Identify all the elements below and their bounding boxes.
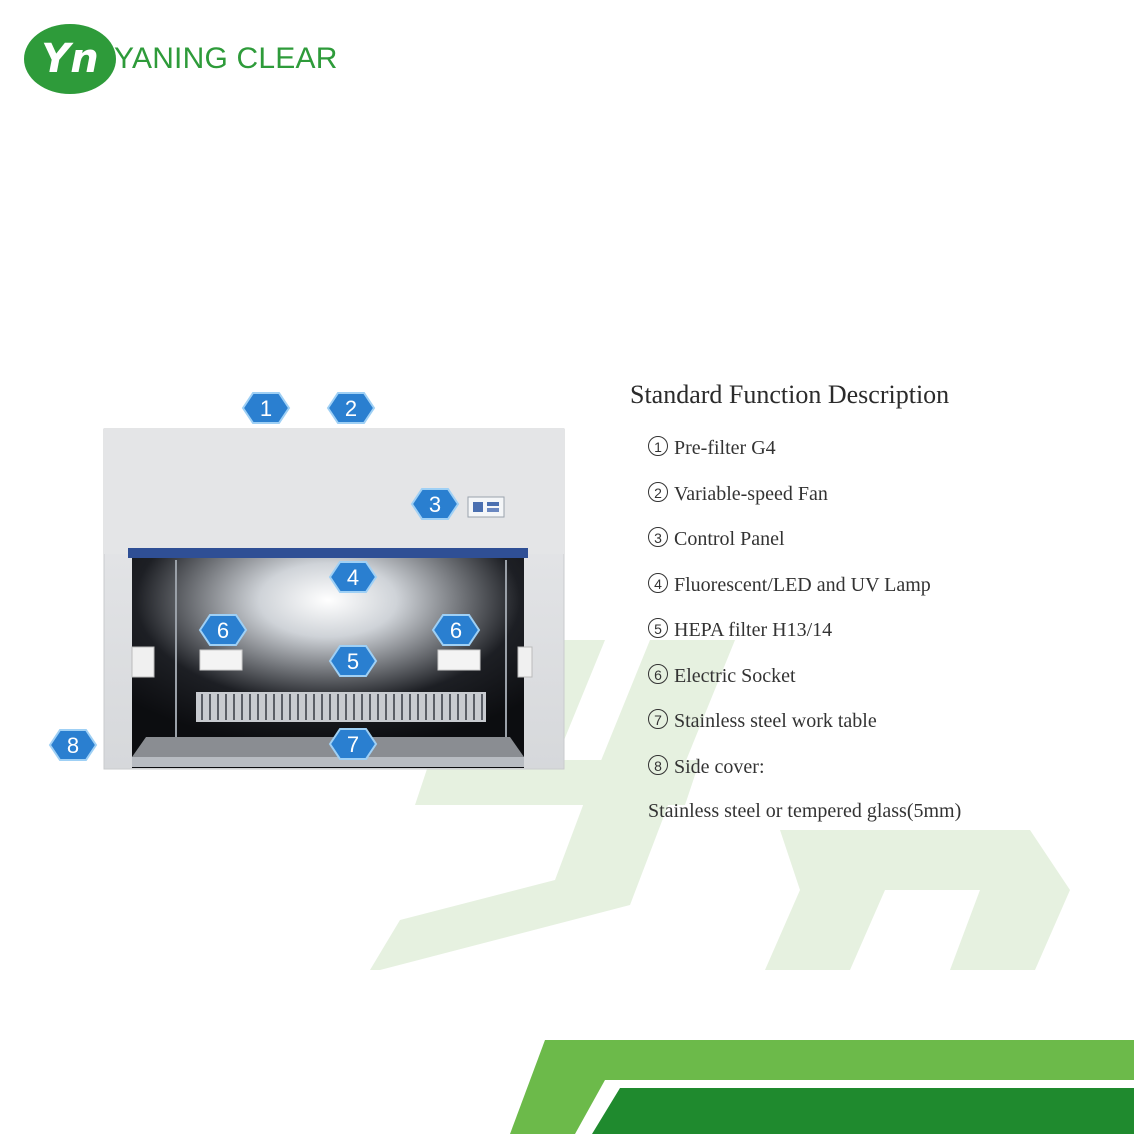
item-text: Variable-speed Fan [674,482,828,505]
decorative-band [510,1040,1134,1134]
brand-name: YANING CLEAR [114,42,338,75]
callout-5: 5 [328,645,378,677]
callout-6-left-label: 6 [217,618,229,643]
description-item: 8 Side cover: [648,754,1110,779]
item-text: Fluorescent/LED and UV Lamp [674,573,931,596]
description-item: 4 Fluorescent/LED and UV Lamp [648,572,1110,597]
callout-4: 4 [328,561,378,593]
callout-1: 1 [241,392,291,424]
item-text: HEPA filter H13/14 [674,619,833,641]
callout-2-label: 2 [345,396,357,421]
callout-3-label: 3 [429,492,441,517]
callout-6-left: 6 [198,614,248,646]
laminar-flow-cabinet: 1 2 3 4 5 6 6 7 8 [48,392,565,770]
item-number: 8 [648,754,668,775]
brand-logo: Yn YANING CLEAR [22,22,338,96]
description-item: 1 Pre-filter G4 [648,436,1110,460]
description-title: Standard Function Description [630,380,950,409]
callout-7-label: 7 [347,732,359,757]
callout-8: 8 [48,729,98,761]
item-number: 1 [648,436,668,456]
yn-watermark-icon [370,640,1070,970]
callout-6-right: 6 [431,614,481,646]
callout-6-right-label: 6 [450,618,462,643]
item-number: 4 [648,572,668,593]
callout-4-label: 4 [347,565,359,590]
description-item: 3 Control Panel [648,527,1110,551]
callout-1-label: 1 [260,396,272,421]
item-number: 7 [648,709,668,729]
description-item: 2 Variable-speed Fan [648,481,1110,506]
callout-8-label: 8 [67,733,79,758]
item-number: 5 [648,618,668,638]
item-number: 2 [648,481,668,502]
callout-5-label: 5 [347,649,359,674]
item-number: 6 [648,663,668,684]
callout-7: 7 [328,728,378,760]
item-text: Control Panel [674,528,785,550]
item-text: Electric Socket [674,664,796,687]
logo-badge-icon: Yn [24,24,116,94]
description-continuation: Stainless steel or tempered glass(5mm) [648,800,962,822]
logo-letters: Yn [41,36,98,82]
function-description: Standard Function Description 1 Pre-filte… [630,380,1110,823]
item-text: Side cover: [674,755,765,778]
callout-3: 3 [410,488,460,520]
item-number: 3 [648,527,668,547]
callout-2: 2 [326,392,376,424]
description-item: 5 HEPA filter H13/14 [648,618,1110,642]
item-text: Stainless steel work table [674,710,877,732]
description-item: 7 Stainless steel work table [648,709,1110,733]
item-text: Pre-filter G4 [674,437,776,459]
description-item: 6 Electric Socket [648,663,1110,688]
